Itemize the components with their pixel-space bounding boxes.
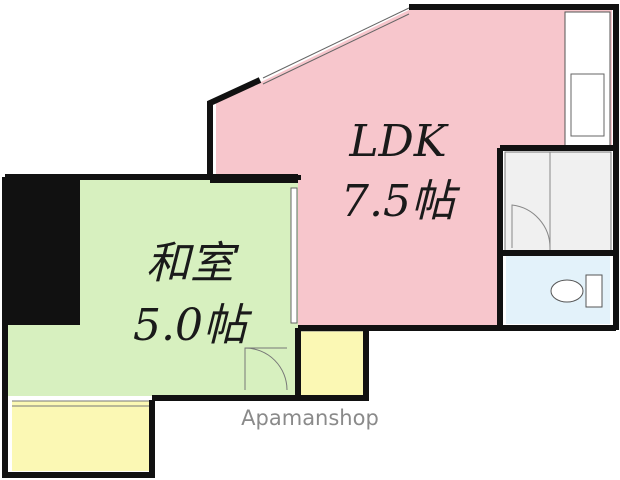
closet-floor bbox=[297, 330, 365, 397]
washroom-floor bbox=[504, 151, 612, 253]
ldk-floor bbox=[216, 9, 612, 325]
window-diagonal bbox=[262, 7, 410, 85]
sliding-door bbox=[290, 187, 298, 324]
washitsu-name-label: 和室 bbox=[146, 238, 240, 289]
washroom-door-swing bbox=[511, 204, 551, 249]
kitchen-counter bbox=[564, 11, 611, 147]
bottom-storage-floor bbox=[12, 401, 152, 471]
sink-icon bbox=[570, 73, 605, 137]
walls bbox=[2, 4, 619, 478]
ldk-size-label: 7.5帖 bbox=[341, 176, 461, 227]
thick-wall-block bbox=[5, 177, 80, 325]
ldk-name-label: LDK bbox=[348, 116, 448, 167]
washitsu-size-label: 5.0帖 bbox=[133, 300, 253, 351]
balcony-rail bbox=[12, 400, 150, 407]
watermark-text: Apamanshop bbox=[241, 406, 379, 430]
toilet-icon bbox=[550, 274, 603, 308]
